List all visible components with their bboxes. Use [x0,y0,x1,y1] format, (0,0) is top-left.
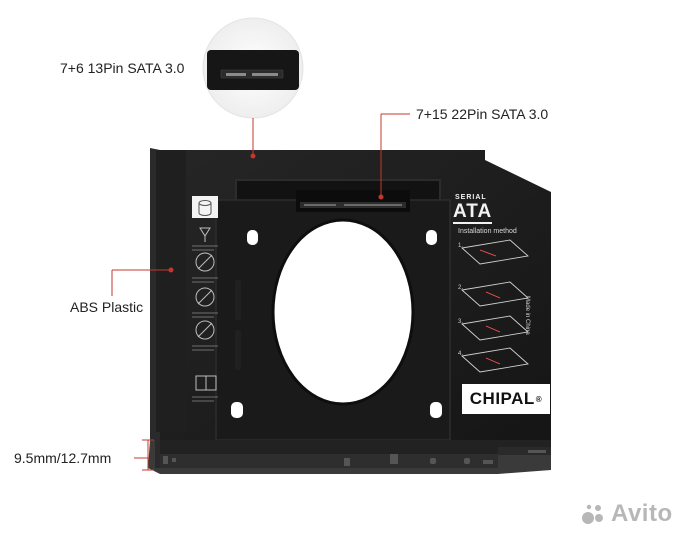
svg-text:2.: 2. [458,285,463,291]
label-13pin-sata: 7+6 13Pin SATA 3.0 [60,60,185,76]
svg-text:1.: 1. [458,243,463,249]
installation-diagrams: 1. 2. 3. 4. [458,239,530,373]
svg-text:3.: 3. [458,319,463,325]
serial-ata-logo: SERIAL ATA [453,194,515,228]
mounting-holes [231,230,442,418]
avito-watermark: Avito [580,500,673,528]
registered-mark: ® [535,394,543,404]
brand-name: CHIPAL [469,389,535,408]
svg-text:4.: 4. [458,351,463,357]
serial-ata-top: SERIAL [455,194,487,201]
label-22pin-sata: 7+15 22Pin SATA 3.0 [416,106,549,122]
made-in-label: Made in China [524,296,530,335]
callout-lines [111,113,410,471]
oval-cutout [271,218,415,406]
sata-connector-slot [296,190,410,212]
label-abs-plastic: ABS Plastic [70,299,144,315]
connector-zoom-circle [202,17,304,119]
warning-pictograms [192,196,218,402]
label-thickness: 9.5mm/12.7mm [14,450,112,466]
avito-logo-icon [582,504,603,524]
brand-label: CHIPAL® [462,384,550,414]
serial-ata-main: ATA [453,201,493,224]
watermark-text: Avito [611,500,673,527]
installation-title: Installation method [458,228,517,235]
